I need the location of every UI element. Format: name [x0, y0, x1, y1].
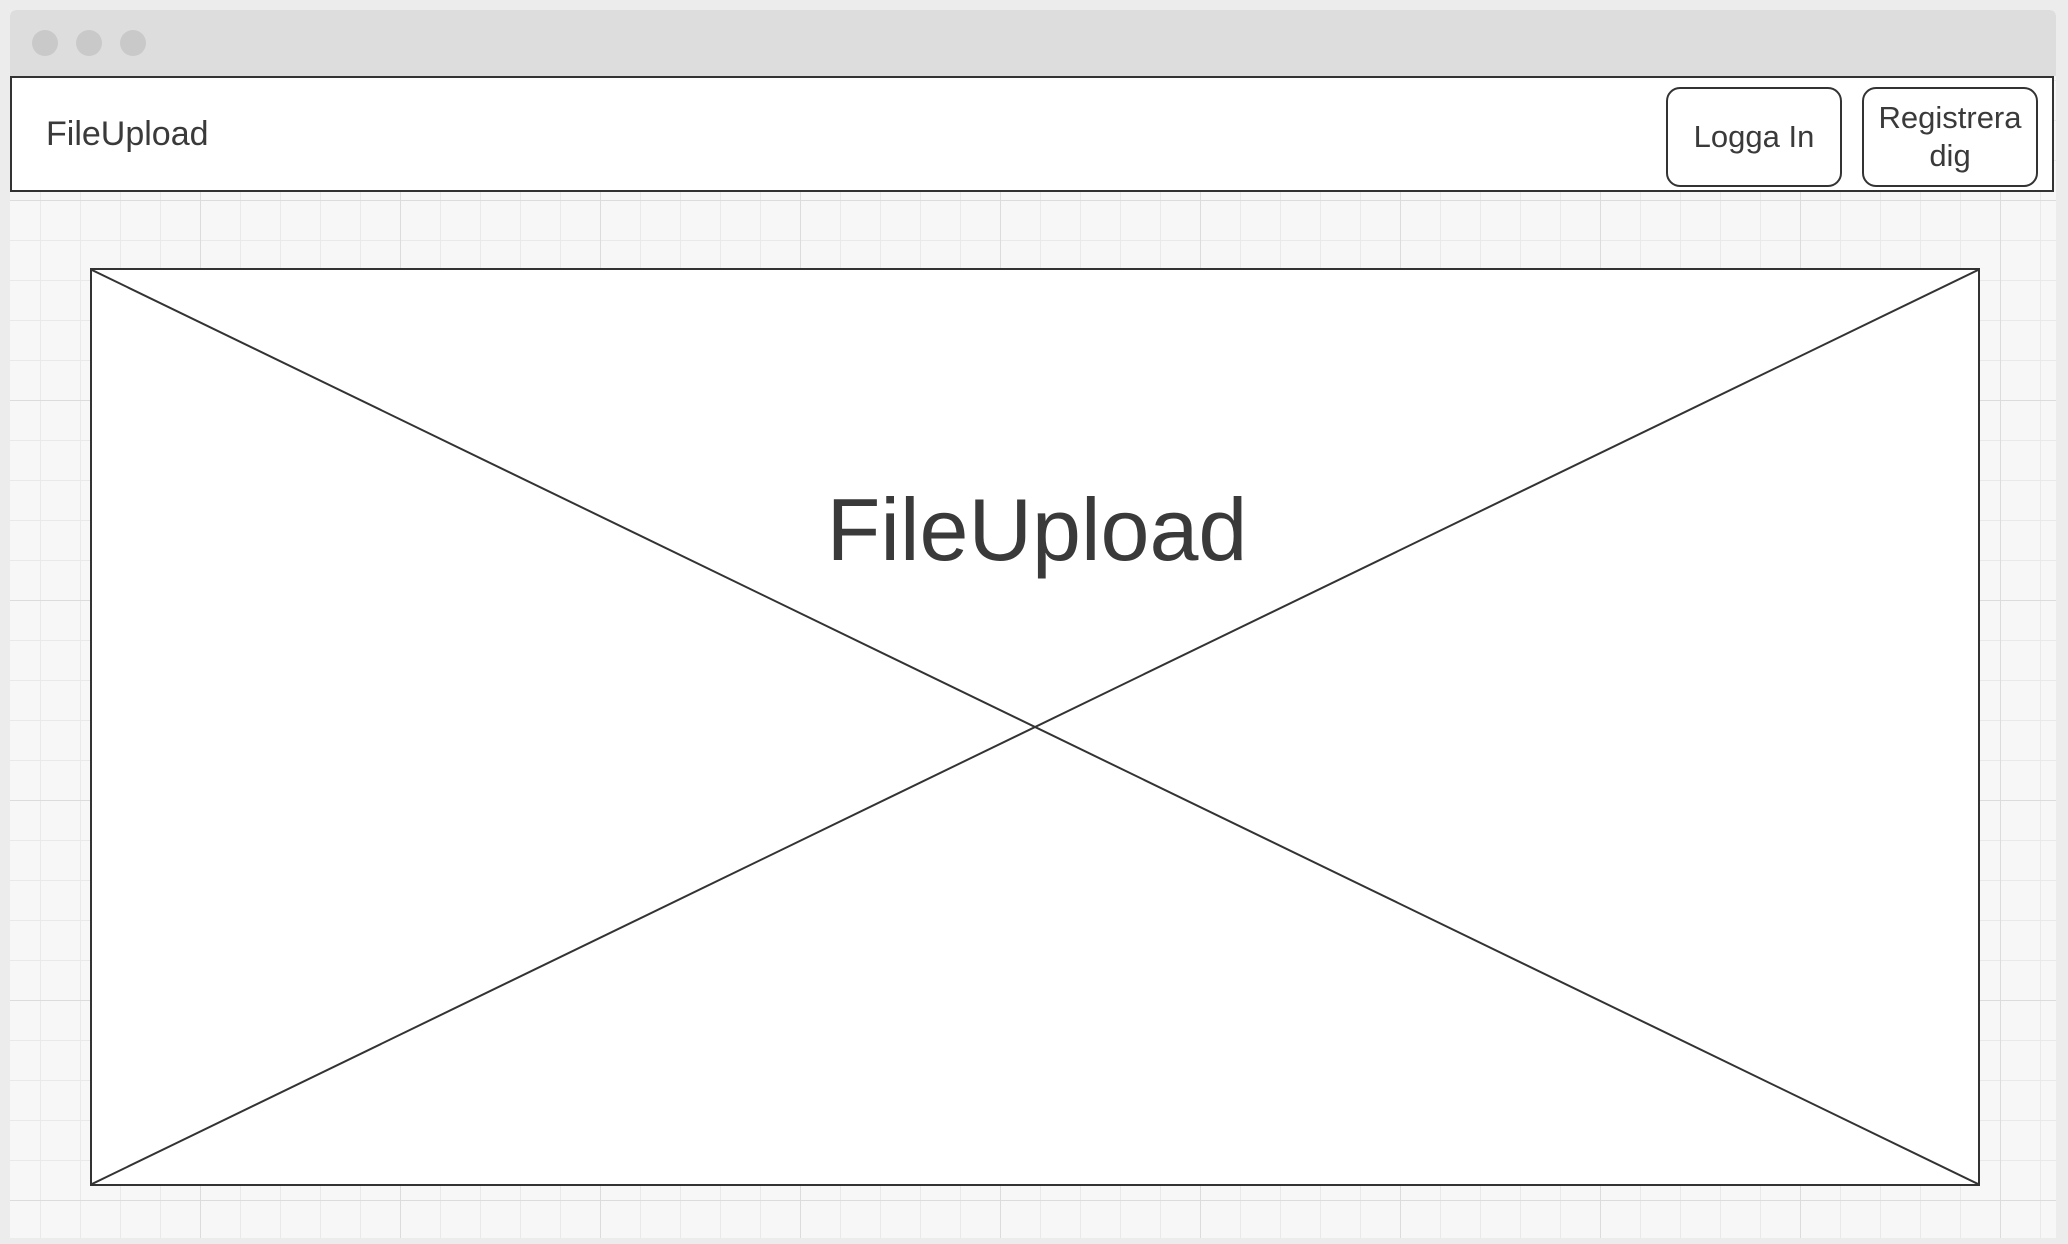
hero-title: FileUpload: [826, 480, 1248, 579]
top-navbar: FileUpload Logga In Registrera dig: [10, 76, 2054, 192]
brand-logo-text[interactable]: FileUpload: [46, 115, 209, 153]
browser-window: FileUpload Logga In Registrera dig FileU…: [10, 10, 2056, 1238]
window-close-dot[interactable]: [32, 30, 58, 56]
window-minimize-dot[interactable]: [76, 30, 102, 56]
hero-image-placeholder: FileUpload: [90, 268, 1980, 1186]
window-titlebar: [10, 10, 2056, 76]
placeholder-cross-icon: [92, 270, 1978, 1184]
register-button[interactable]: Registrera dig: [1862, 87, 2038, 187]
login-button[interactable]: Logga In: [1666, 87, 1842, 187]
window-maximize-dot[interactable]: [120, 30, 146, 56]
